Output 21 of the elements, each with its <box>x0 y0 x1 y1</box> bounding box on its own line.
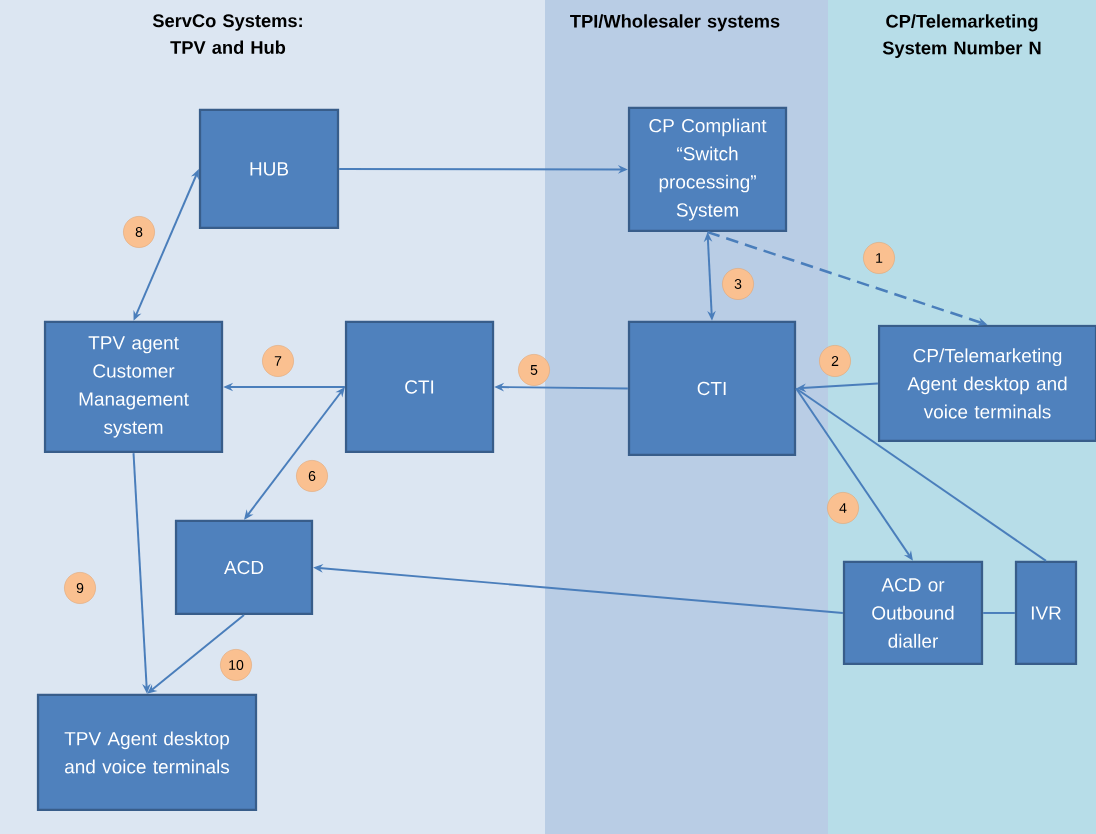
system-box: CP Compliant “Switch processing” System <box>627 106 788 233</box>
callout-number: 10 <box>220 649 252 681</box>
callout-number: 6 <box>296 460 328 492</box>
callout-number: 7 <box>262 345 294 377</box>
system-box: CTI <box>344 320 495 454</box>
system-box: ACD <box>174 519 314 616</box>
callout-number: 4 <box>827 492 859 524</box>
callout-number: 2 <box>819 345 851 377</box>
callout-number: 1 <box>863 242 895 274</box>
callout-number: 3 <box>722 268 754 300</box>
callout-number: 5 <box>518 354 550 386</box>
system-box: TPV Agent desktop and voice terminals <box>36 693 258 812</box>
system-box: CP/Telemarketing Agent desktop and voice terminals <box>877 324 1096 443</box>
callout-number: 8 <box>123 216 155 248</box>
system-box: CTI <box>627 320 797 457</box>
system-box: ACD or Outbound dialler <box>842 560 984 666</box>
system-box: TPV agent Customer Management system <box>43 320 224 454</box>
callout-number: 9 <box>64 572 96 604</box>
arrow <box>147 614 245 694</box>
system-box: HUB <box>198 108 340 230</box>
system-box: IVR <box>1014 560 1078 666</box>
